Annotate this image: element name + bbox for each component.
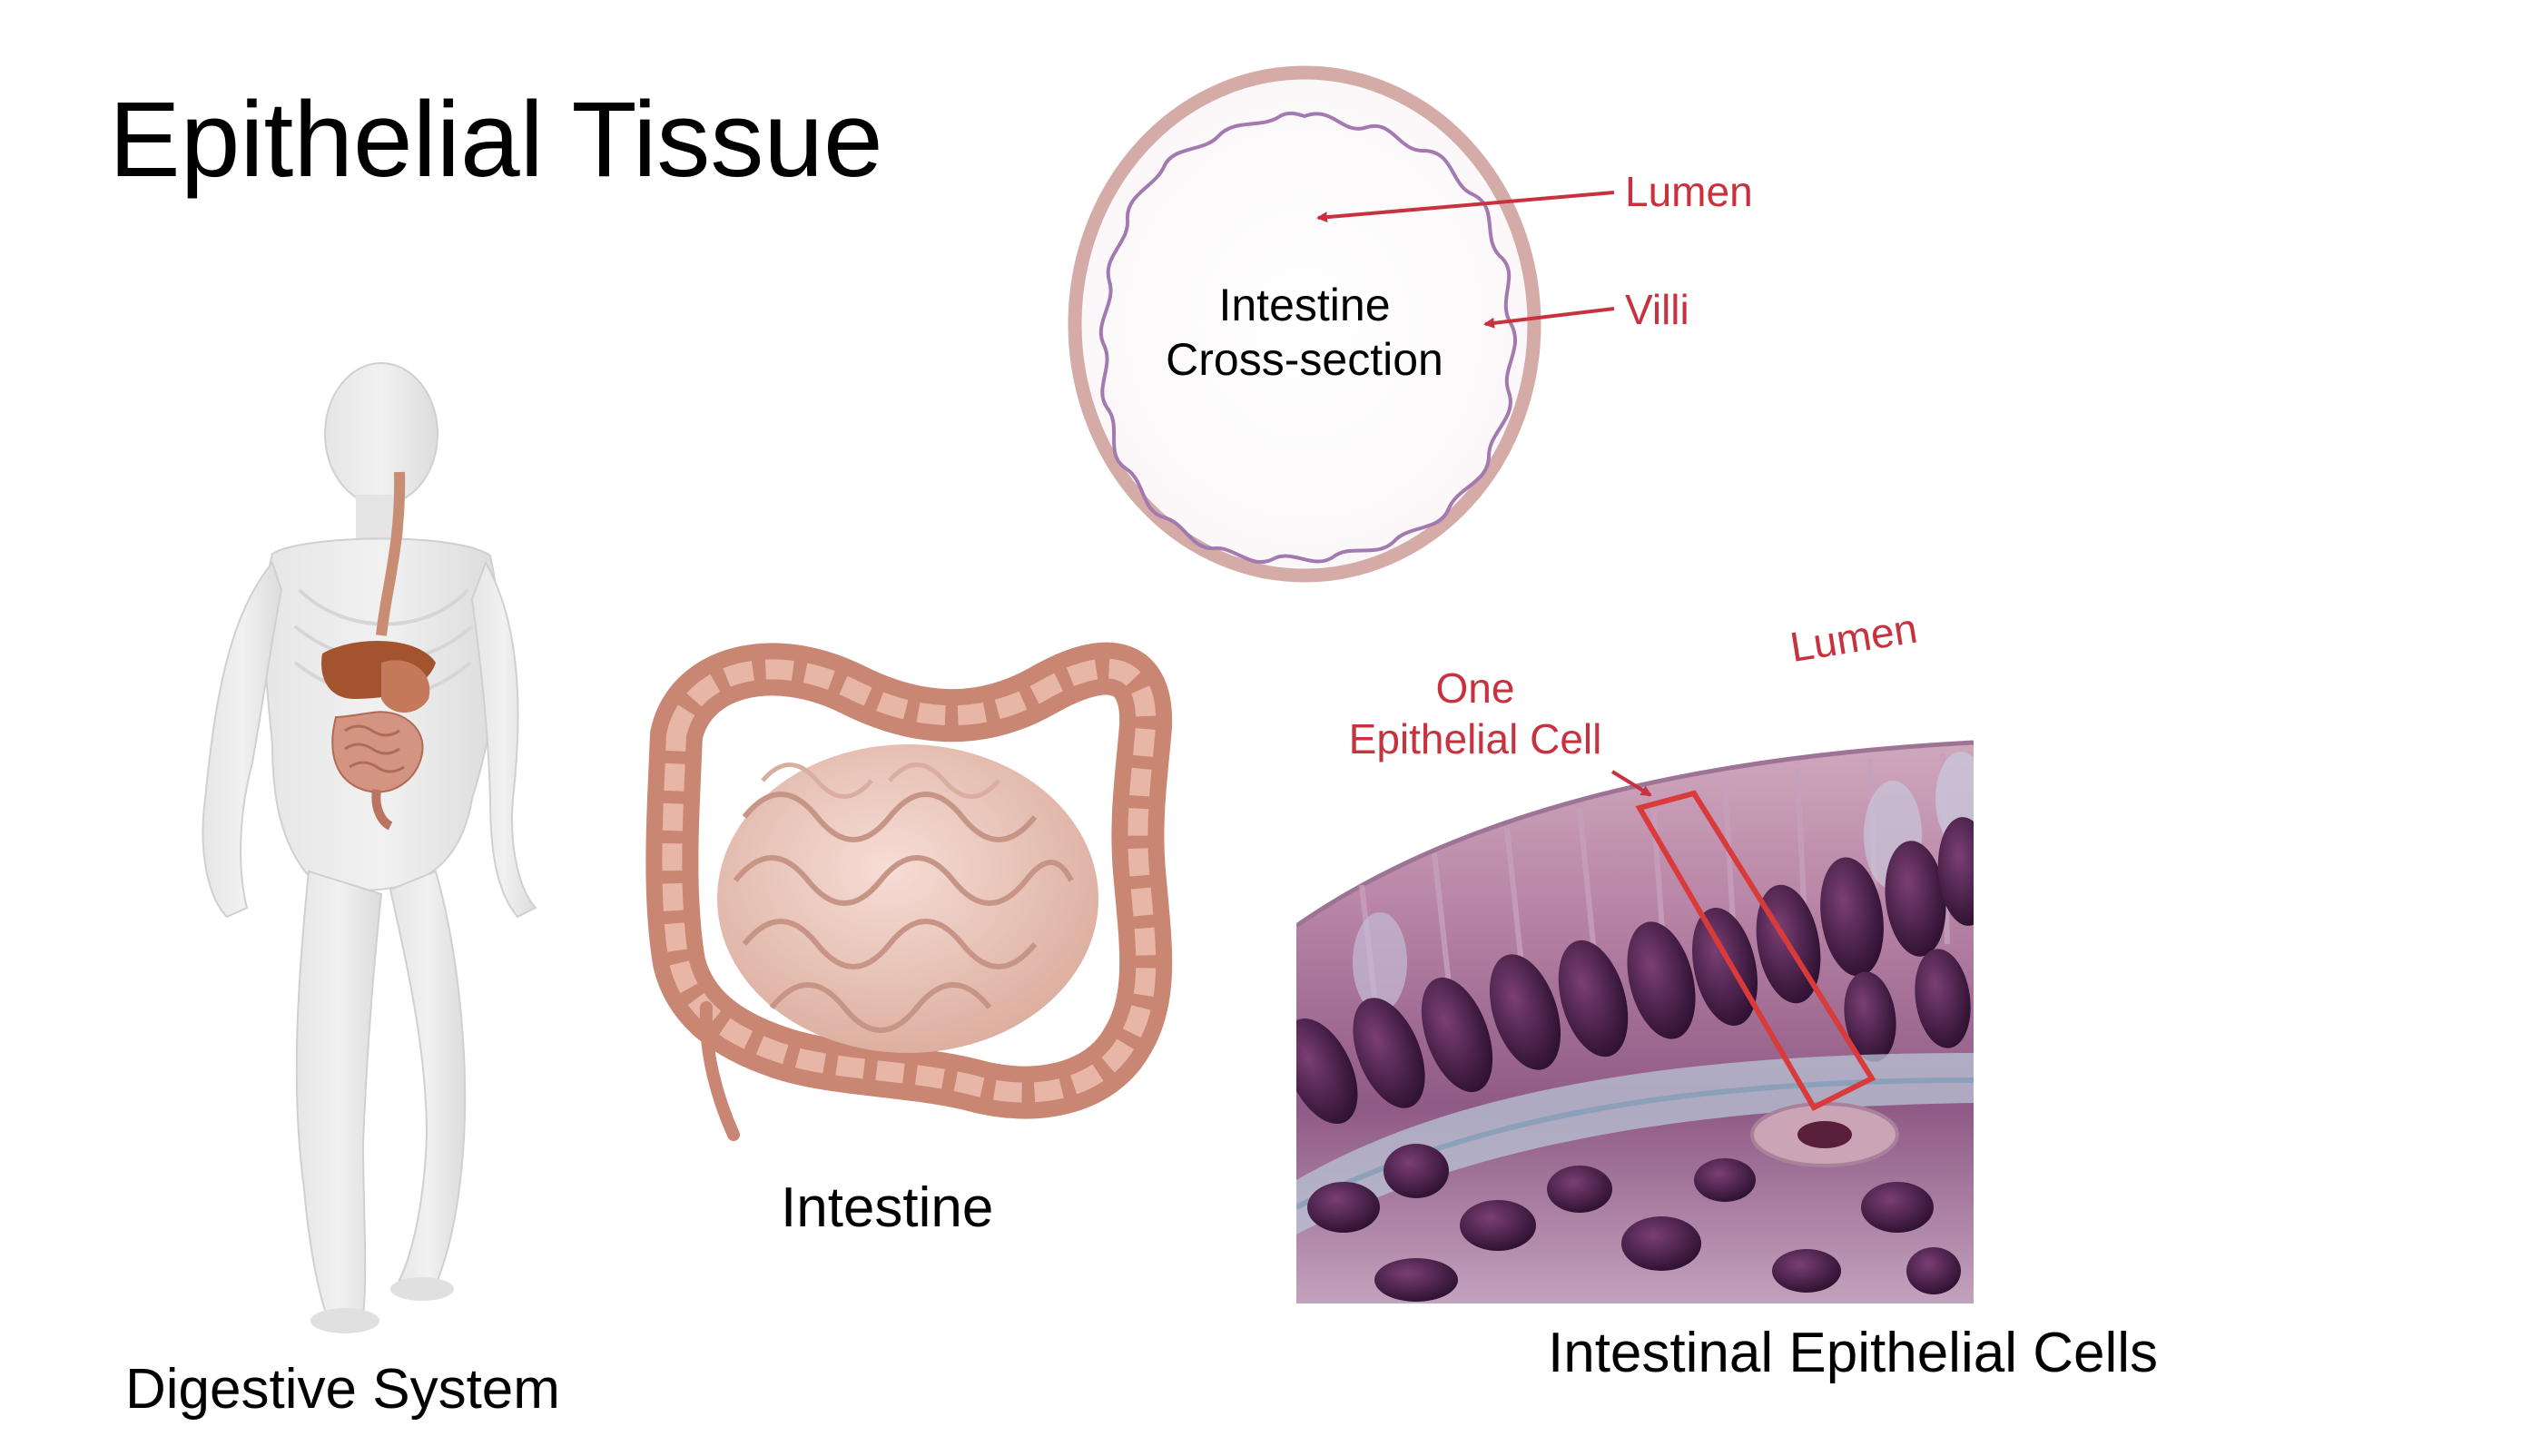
villi-arrow: [1483, 307, 1615, 329]
cross-section-label-line2: Cross-section: [1166, 334, 1443, 385]
intestine-caption: Intestine: [781, 1176, 994, 1239]
cross-section-label-line1: Intestine: [1218, 280, 1391, 330]
intestine-illustration: [645, 642, 1173, 1141]
cross-section-center-label: Intestine Cross-section: [1150, 278, 1459, 387]
intestinal-epithelial-cells-caption: Intestinal Epithelial Cells: [1548, 1322, 2159, 1384]
epithelial-micrograph: [1296, 652, 1974, 1304]
cross-section-lumen-label: Lumen: [1625, 168, 1753, 215]
villi-outline: [1098, 111, 1517, 565]
epithelial-cell-label-line2: Epithelial Cell: [1348, 715, 1602, 762]
digestive-system-caption: Digestive System: [125, 1358, 560, 1421]
epithelial-cell-label-line1: One: [1435, 664, 1515, 712]
digestive-system-figure: [202, 362, 537, 1333]
intestine-outer-wall: [1068, 65, 1541, 583]
epithelial-cell-label: One Epithelial Cell: [1325, 663, 1625, 764]
epithelial-cell-arrow: [1610, 770, 1652, 797]
cross-section-villi-label: Villi: [1625, 286, 1689, 333]
single-epithelial-cell-outline: [1635, 790, 1876, 1111]
page-title: Epithelial Tissue: [109, 80, 883, 200]
intestine-cross-section: [1068, 65, 1541, 583]
lumen-arrow: [1316, 191, 1615, 223]
